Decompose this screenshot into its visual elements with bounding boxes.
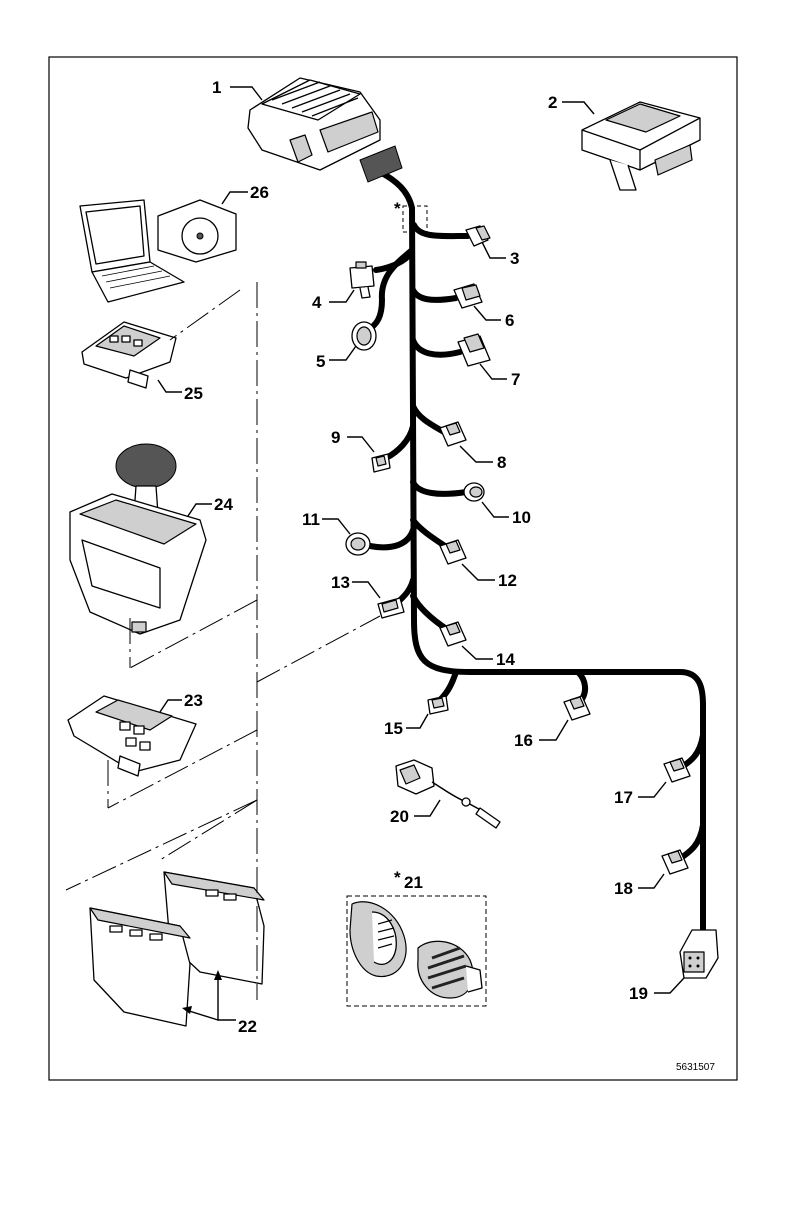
connector-8-icon bbox=[440, 422, 466, 446]
shift-lever-icon bbox=[70, 444, 206, 634]
detail-connector-icon bbox=[347, 896, 486, 1006]
splice-asterisk: * bbox=[394, 199, 401, 218]
callout-25: 25 bbox=[184, 384, 203, 403]
callout-3: 3 bbox=[510, 249, 519, 268]
keypad-25-icon bbox=[82, 322, 176, 388]
callout-26: 26 bbox=[250, 183, 269, 202]
callout-6: 6 bbox=[505, 311, 514, 330]
callout-16: 16 bbox=[514, 731, 533, 750]
figure-reference-number: 5631507 bbox=[676, 1062, 715, 1073]
keypad-23-icon bbox=[68, 696, 196, 776]
round-connector-10-icon bbox=[464, 483, 484, 501]
callout-12: 12 bbox=[498, 571, 517, 590]
callout-2: 2 bbox=[548, 93, 557, 112]
callout-20: 20 bbox=[390, 807, 409, 826]
callout-18: 18 bbox=[614, 879, 633, 898]
callout-17: 17 bbox=[614, 788, 633, 807]
connector-6-icon bbox=[454, 284, 482, 308]
callout-23: 23 bbox=[184, 691, 203, 710]
callout-1: 1 bbox=[212, 78, 221, 97]
control-unit-icon bbox=[248, 78, 402, 182]
wiring-harness bbox=[368, 172, 703, 935]
callout-21: 21 bbox=[404, 873, 423, 892]
sensor-cable-icon bbox=[396, 760, 500, 828]
callout-21-asterisk: * bbox=[394, 868, 401, 887]
callout-24: 24 bbox=[214, 495, 233, 514]
callout-10: 10 bbox=[512, 508, 531, 527]
connector-4-icon bbox=[350, 262, 374, 298]
callout-7: 7 bbox=[511, 370, 520, 389]
connector-16-icon bbox=[564, 696, 590, 720]
callout-11: 11 bbox=[302, 510, 320, 529]
connector-7-icon bbox=[458, 334, 490, 366]
callout-14: 14 bbox=[496, 650, 515, 669]
round-connector-11-icon bbox=[346, 533, 370, 555]
connector-3-icon bbox=[466, 226, 490, 246]
callout-4: 4 bbox=[312, 293, 322, 312]
keypad-module-22-icon bbox=[90, 872, 264, 1026]
callout-15: 15 bbox=[384, 719, 403, 738]
callout-19: 19 bbox=[629, 984, 648, 1003]
connector-15-icon bbox=[428, 696, 448, 714]
callout-8: 8 bbox=[497, 453, 506, 472]
angled-connector-19-icon bbox=[680, 930, 718, 978]
callout-5: 5 bbox=[316, 352, 325, 371]
connector-9-icon bbox=[372, 454, 390, 472]
module-box-icon bbox=[582, 102, 700, 190]
connector-13-icon bbox=[378, 598, 404, 618]
callout-13: 13 bbox=[331, 573, 350, 592]
laptop-cd-icon bbox=[80, 200, 236, 302]
callout-22: 22 bbox=[238, 1017, 257, 1036]
callout-9: 9 bbox=[331, 428, 340, 447]
